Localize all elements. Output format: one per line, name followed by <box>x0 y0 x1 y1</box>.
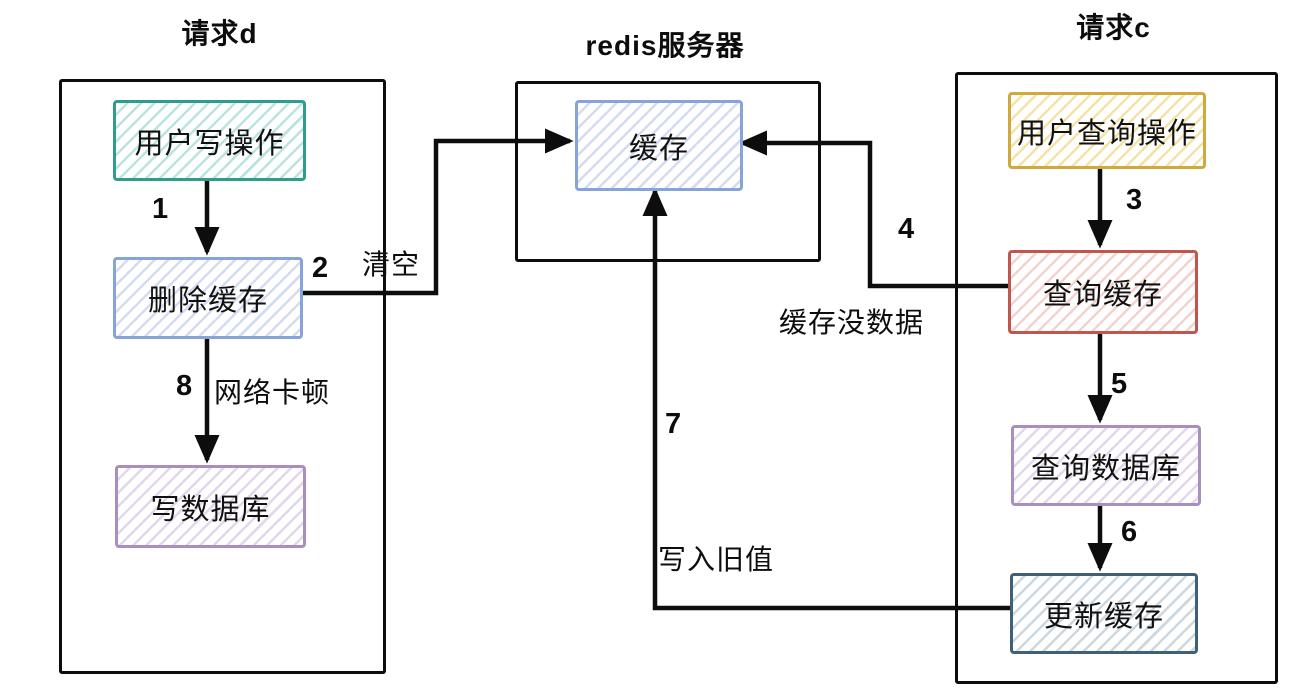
node-query-database: 查询数据库 <box>1011 425 1201 506</box>
annotation-cache-no-data: 缓存没数据 <box>779 307 925 338</box>
node-write-database: 写数据库 <box>115 465 306 548</box>
node-delete-cache: 删除缓存 <box>113 257 303 339</box>
edge-2-delete-cache-to-cache <box>297 128 574 296</box>
node-user-query-operation: 用户查询操作 <box>1008 92 1206 169</box>
group-title-request-c: 请求c <box>1076 12 1151 43</box>
group-frame-redis-server <box>515 81 821 262</box>
node-update-cache: 更新缓存 <box>1010 573 1198 654</box>
edge-4-query-cache-to-cache <box>738 130 1008 289</box>
step-label-1: 1 <box>152 193 169 225</box>
node-cache: 缓存 <box>575 100 743 191</box>
step-label-2: 2 <box>312 252 329 284</box>
annotation-network-lag: 网络卡顿 <box>214 377 331 408</box>
annotation-clear-cache: 清空 <box>362 249 421 280</box>
group-title-redis-server: redis服务器 <box>585 30 745 61</box>
annotation-write-old-value: 写入旧值 <box>658 544 775 575</box>
step-label-5: 5 <box>1111 368 1128 400</box>
node-user-write-operation: 用户写操作 <box>113 100 306 181</box>
group-title-request-d: 请求d <box>181 18 258 49</box>
group-frame-request-d <box>59 79 386 674</box>
step-label-8: 8 <box>176 370 193 402</box>
step-label-6: 6 <box>1121 516 1138 548</box>
node-query-cache: 查询缓存 <box>1008 250 1198 334</box>
edge-7-update-cache-to-cache <box>642 187 1010 611</box>
group-frame-request-c <box>955 72 1278 684</box>
step-label-3: 3 <box>1126 184 1143 216</box>
step-label-4: 4 <box>898 213 915 245</box>
step-label-7: 7 <box>665 408 682 440</box>
